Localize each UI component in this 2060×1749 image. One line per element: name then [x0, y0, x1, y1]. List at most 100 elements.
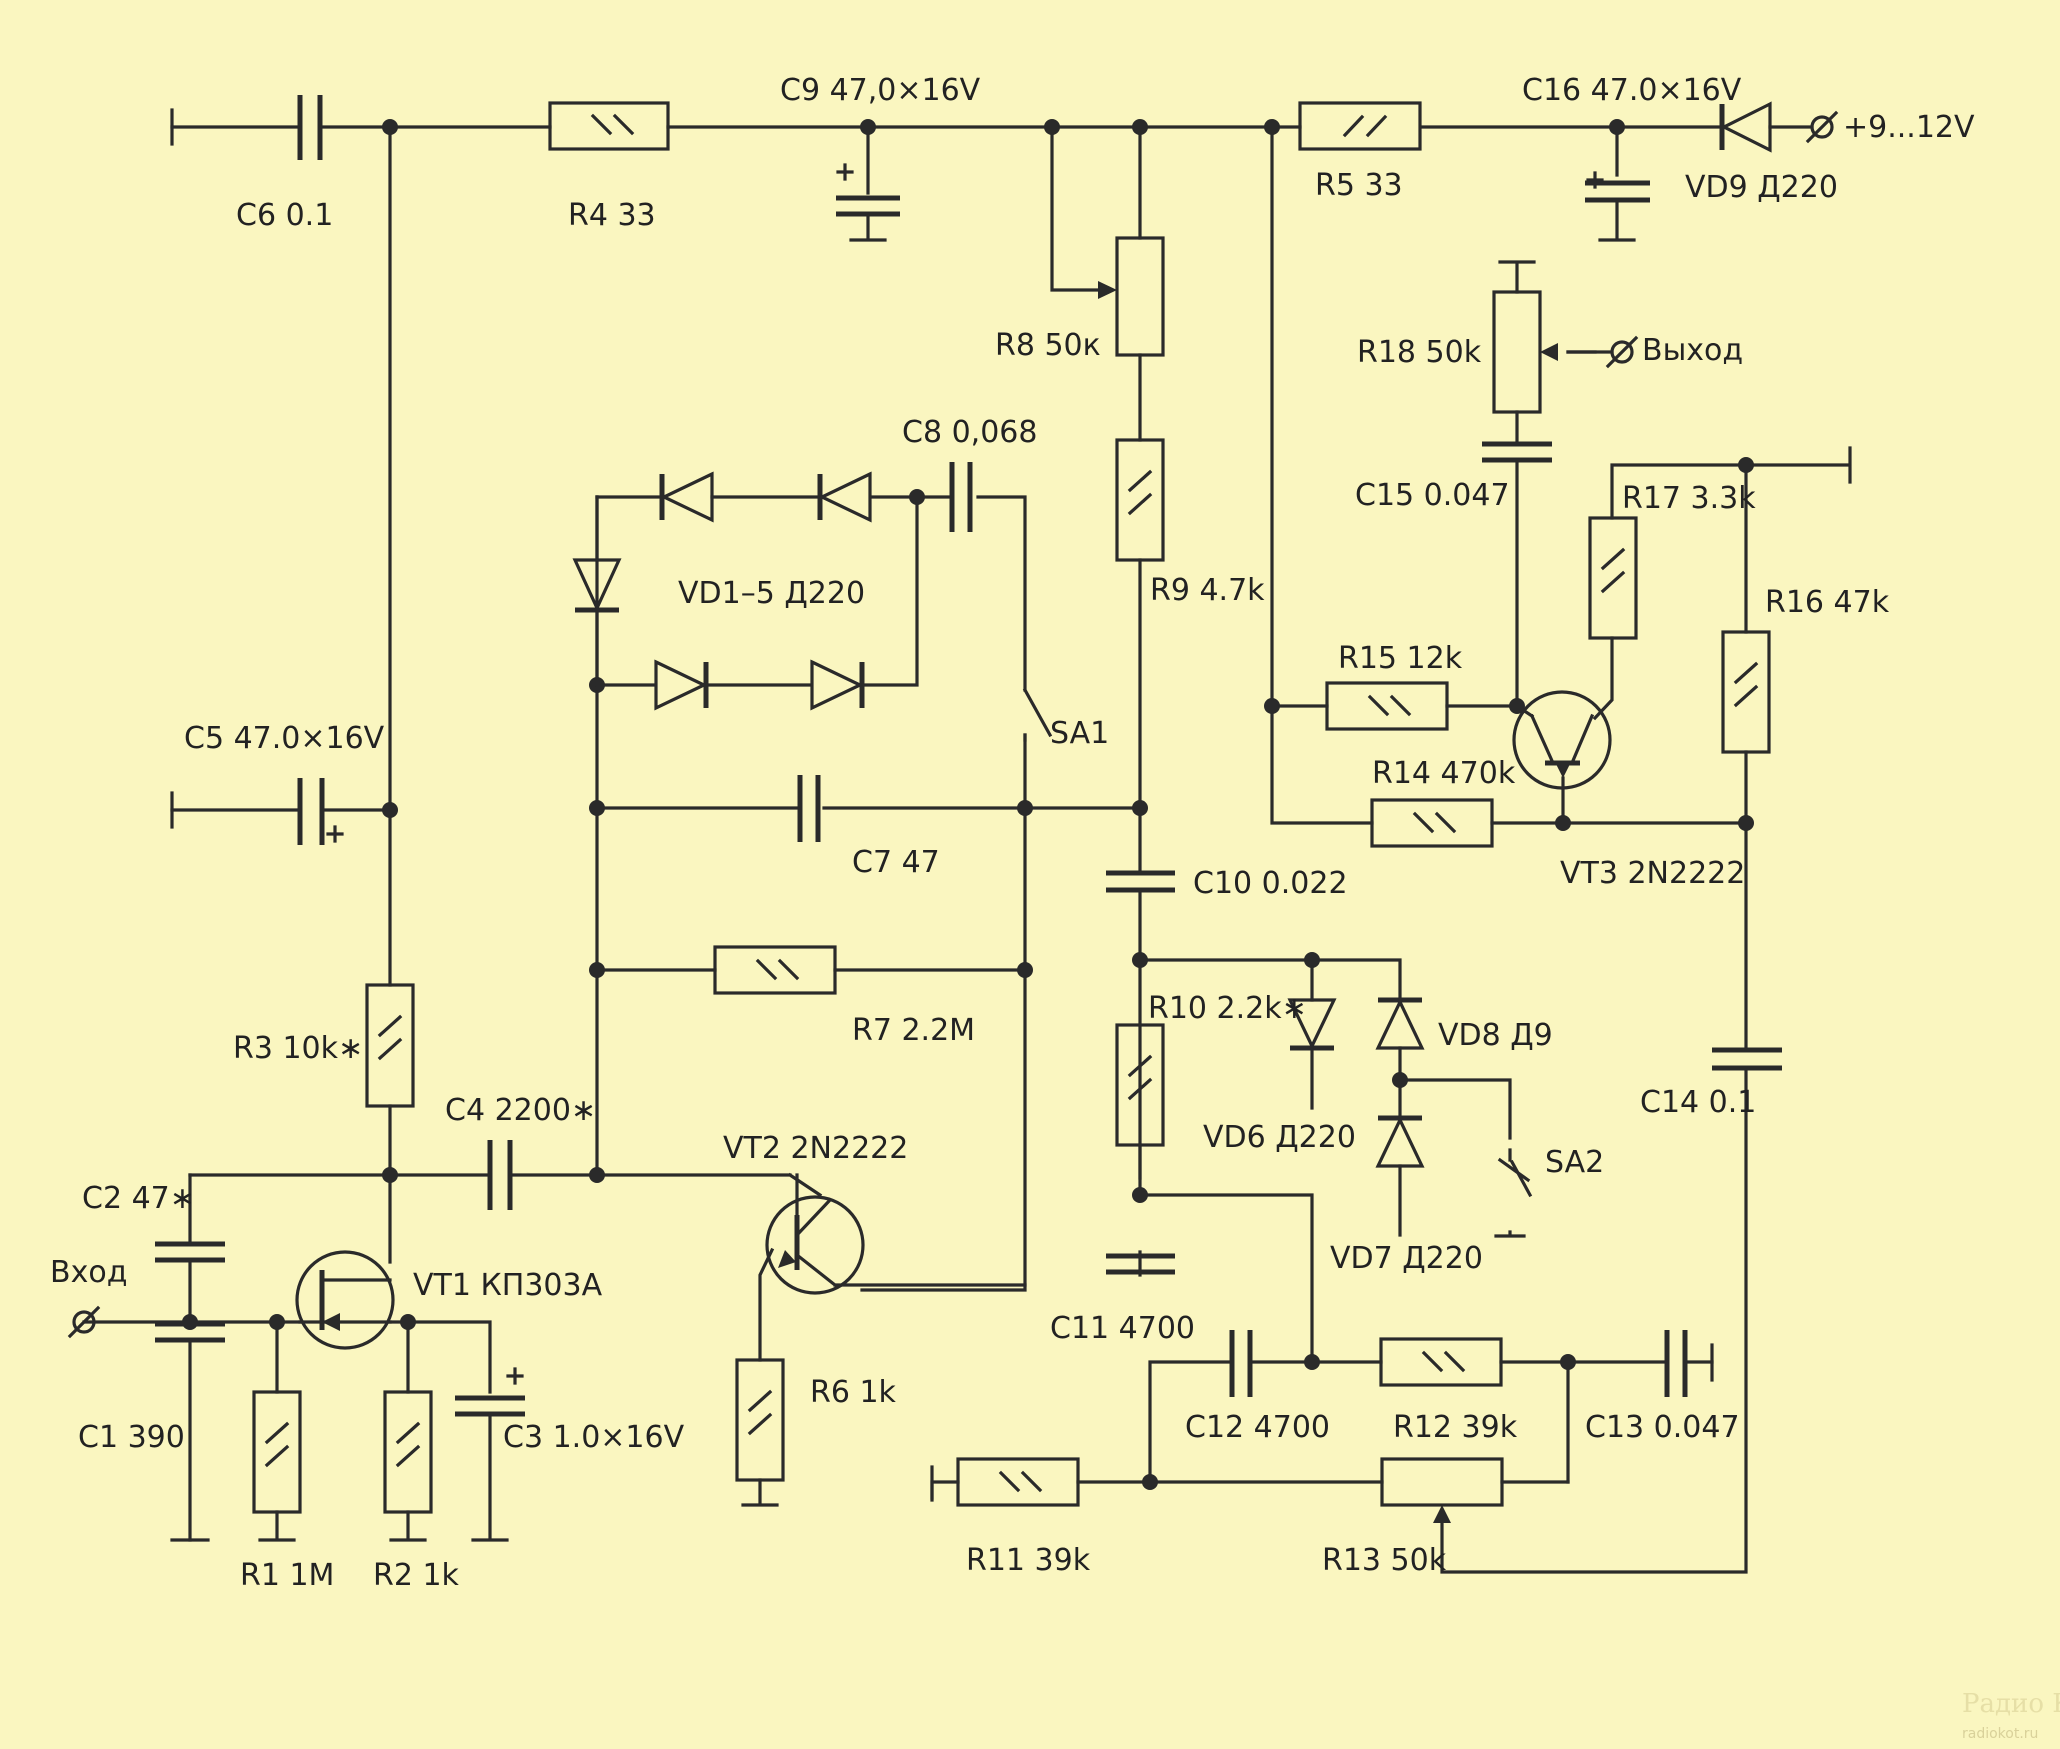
label-r3: R3 10k∗	[233, 1031, 363, 1066]
label-r7: R7 2.2M	[852, 1013, 975, 1048]
label-r18: R18 50k	[1357, 335, 1482, 370]
capacitor-c14	[1712, 1047, 1782, 1071]
resistor-r12	[1379, 1337, 1503, 1387]
label-r17: R17 3.3k	[1622, 481, 1756, 516]
label-vd1-5: VD1–5 Д220	[678, 576, 865, 611]
supply-terminal	[1810, 115, 1834, 139]
label-vt2: VT2 2N2222	[723, 1131, 908, 1166]
label-r12: R12 39k	[1393, 1410, 1518, 1445]
label-out: Выход	[1642, 333, 1743, 368]
label-r1: R1 1M	[240, 1558, 334, 1593]
label-r11: R11 39k	[966, 1543, 1091, 1578]
resistor-r5	[1298, 101, 1422, 151]
resistor-r7	[713, 945, 837, 995]
input-terminal	[72, 1310, 96, 1334]
capacitor-c15	[1482, 441, 1552, 463]
label-c2: C2 47∗	[82, 1181, 195, 1216]
labels: C6 0.1 R4 33 C9 47,0×16V R5 33 C16 47.0×…	[50, 73, 1975, 1593]
transistor-vt1	[295, 1250, 395, 1350]
switches	[1022, 687, 1533, 1198]
label-vt3: VT3 2N2222	[1560, 856, 1745, 891]
label-supply: +9...12V	[1843, 110, 1975, 145]
label-r5: R5 33	[1315, 168, 1403, 203]
resistor-r18	[1492, 290, 1542, 414]
resistor-r11	[956, 1457, 1080, 1507]
capacitor-c1	[155, 1321, 225, 1343]
label-r15: R15 12k	[1338, 641, 1463, 676]
label-vt1: VT1 КП303А	[413, 1268, 603, 1303]
junctions	[182, 119, 1754, 1490]
label-r9: R9 4.7k	[1150, 573, 1265, 608]
resistor-r8	[1115, 236, 1165, 357]
capacitor-c7	[797, 775, 821, 842]
capacitor-c10	[1106, 870, 1175, 893]
label-sa2: SA2	[1545, 1145, 1604, 1180]
capacitor-c6	[297, 95, 323, 160]
transistors	[295, 690, 1612, 1350]
label-r14: R14 470k	[1372, 756, 1516, 791]
label-r16: R16 47k	[1765, 585, 1890, 620]
label-c16: C16 47.0×16V	[1522, 73, 1742, 108]
polarity-marks	[326, 163, 1604, 1385]
watermark-logo: Радио КОТ radiokot.ru	[1962, 1689, 2060, 1742]
resistor-r2	[383, 1390, 433, 1514]
label-c10: C10 0.022	[1193, 866, 1348, 901]
wires	[82, 108, 1852, 1574]
svg-text:radiokot.ru: radiokot.ru	[1962, 1726, 2038, 1742]
resistor-r10	[1115, 1023, 1165, 1147]
label-r8: R8 50к	[995, 328, 1101, 363]
label-c3: C3 1.0×16V	[503, 1420, 685, 1455]
label-in: Вход	[50, 1255, 127, 1290]
capacitor-c11	[1106, 1253, 1175, 1275]
resistor-r4	[548, 101, 670, 151]
label-vd7: VD7 Д220	[1330, 1241, 1483, 1276]
label-c13: C13 0.047	[1585, 1410, 1740, 1445]
label-c12: C12 4700	[1185, 1410, 1330, 1445]
label-r6: R6 1k	[810, 1375, 897, 1410]
capacitor-c5	[297, 778, 325, 845]
svg-text:Радио КОТ: Радио КОТ	[1962, 1689, 2060, 1719]
resistor-r9	[1115, 438, 1165, 562]
capacitor-c9	[836, 195, 900, 217]
resistors	[252, 101, 1771, 1514]
label-vd8: VD8 Д9	[1438, 1018, 1553, 1053]
capacitor-c2	[155, 1241, 225, 1263]
capacitor-c13	[1664, 1330, 1688, 1397]
label-c14: C14 0.1	[1640, 1085, 1756, 1120]
transistor-vt3	[1512, 690, 1612, 790]
resistor-r15	[1325, 681, 1449, 731]
diodes	[572, 101, 1772, 1168]
label-vd6: VD6 Д220	[1203, 1120, 1356, 1155]
resistor-r14	[1370, 798, 1494, 848]
resistor-r17	[1588, 516, 1638, 640]
capacitor-c4	[487, 1140, 513, 1210]
resistor-r1	[252, 1390, 302, 1514]
label-c9: C9 47,0×16V	[780, 73, 981, 108]
resistor-r16	[1721, 630, 1771, 754]
resistor-r3	[365, 983, 415, 1108]
wiper-arrows	[1098, 281, 1558, 1523]
label-r10: R10 2.2k∗	[1148, 991, 1307, 1026]
resistor-r13	[1380, 1457, 1504, 1507]
terminals	[67, 110, 1839, 1339]
label-vd9: VD9 Д220	[1685, 170, 1838, 205]
label-c6: C6 0.1	[236, 198, 333, 233]
label-r2: R2 1k	[373, 1558, 460, 1593]
capacitor-c8	[949, 462, 973, 532]
label-c4: C4 2200∗	[445, 1093, 596, 1128]
label-r13: R13 50k	[1322, 1543, 1447, 1578]
label-c1: C1 390	[78, 1420, 185, 1455]
label-c5: C5 47.0×16V	[184, 721, 385, 756]
label-c15: C15 0.047	[1355, 478, 1510, 513]
capacitor-c12	[1229, 1330, 1253, 1397]
label-r4: R4 33	[568, 198, 656, 233]
capacitor-c3	[455, 1395, 525, 1417]
resistor-r6	[735, 1358, 785, 1482]
label-sa1: SA1	[1050, 716, 1109, 751]
transistor-vt2	[765, 1195, 865, 1295]
label-c7: C7 47	[852, 845, 940, 880]
capacitors	[155, 95, 1782, 1417]
label-c8: C8 0,068	[902, 415, 1037, 450]
